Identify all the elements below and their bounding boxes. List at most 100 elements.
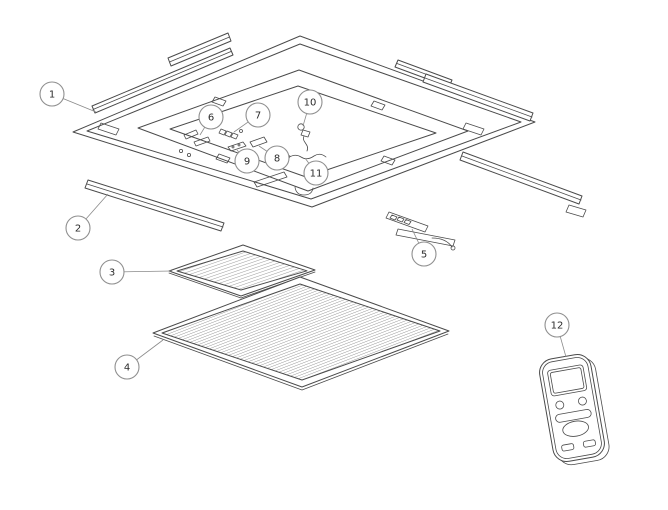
rail-end-bracket [565, 204, 587, 218]
sensor-part-10 [297, 123, 311, 152]
callouts: 1 2 3 4 5 6 7 [39, 81, 570, 380]
clip-tab-bottom-left [215, 153, 231, 164]
remote-button-small [561, 443, 575, 452]
callout-balloon [245, 102, 271, 128]
callout-number: 4 [124, 363, 130, 374]
remote-button-small [582, 439, 596, 448]
remote-button-round [578, 396, 587, 406]
remote-button-bar [555, 409, 592, 423]
bottom-flap [253, 171, 314, 196]
callout-8: 8 [258, 145, 290, 171]
rail-ridge [461, 155, 582, 201]
mounting-strip-assembly [385, 211, 456, 251]
callout-balloon [234, 148, 260, 174]
remote-control [539, 353, 610, 466]
strip-cell [396, 216, 405, 223]
trim-rail-top-left-short [167, 32, 232, 67]
panel-bevel-edge [86, 43, 522, 200]
wire-end [450, 245, 456, 251]
remote-body [539, 353, 605, 463]
grille-louvres [161, 283, 441, 381]
remote-display [547, 364, 588, 397]
sensor-body [300, 129, 311, 138]
callout-number: 12 [551, 321, 564, 332]
callout-number: 2 [75, 224, 81, 235]
callout-12: 12 [544, 312, 570, 358]
screw [186, 152, 191, 157]
callout-number: 3 [109, 268, 115, 279]
callout-number: 1 [49, 90, 55, 101]
grille-louvres [176, 250, 308, 291]
callout-number: 6 [208, 113, 214, 124]
rail-ridge [92, 51, 232, 110]
callout-11: 11 [303, 157, 329, 186]
callout-balloon [411, 241, 437, 267]
rail-ridge [424, 77, 533, 118]
callout-number: 10 [304, 98, 317, 109]
harness-wire [287, 153, 327, 160]
trim-rail-top-right-long [422, 73, 534, 122]
callout-balloon [198, 104, 224, 130]
trim-rail-right [459, 151, 587, 218]
callout-1: 1 [39, 81, 97, 113]
bracket-plate [183, 129, 199, 140]
hole [237, 143, 241, 147]
terminal-cell [218, 128, 227, 136]
callout-balloon [99, 259, 125, 285]
remote-inner-outline [542, 357, 602, 459]
sensor-head [297, 123, 305, 131]
clip-tab-top-right [370, 100, 386, 111]
drain-cup [294, 186, 314, 196]
callout-2: 2 [65, 193, 109, 241]
strip-cell [389, 214, 398, 221]
callout-balloon [303, 160, 329, 186]
callout-5: 5 [411, 228, 437, 267]
callout-number: 9 [244, 157, 250, 168]
rail-ridge [169, 36, 230, 63]
remote-button-round [555, 400, 565, 410]
screw [239, 129, 243, 133]
clip-tab-bottom-right [380, 155, 396, 166]
filter-grille-small [168, 244, 316, 299]
callout-7: 7 [233, 102, 271, 133]
grille-thickness-edge [153, 333, 449, 391]
callout-number: 8 [274, 154, 280, 165]
trim-rail-top-left-long [91, 47, 234, 114]
callout-number: 7 [255, 111, 261, 122]
terminal-cell [230, 132, 239, 140]
callout-balloon [65, 215, 91, 241]
plate-outline [227, 141, 247, 152]
callout-balloon [114, 354, 140, 380]
callout-3: 3 [99, 259, 173, 285]
callout-balloon [544, 312, 570, 338]
bracket-part-6 [178, 129, 211, 157]
callout-9: 9 [234, 148, 260, 174]
plate-outline [249, 136, 268, 148]
callout-balloon [39, 81, 65, 107]
sensor-wire [302, 135, 309, 152]
remote-display-inner [549, 367, 585, 394]
flap-outline [253, 171, 288, 188]
bracket-plate [193, 136, 211, 147]
plate-part-9 [227, 141, 247, 152]
hole [231, 145, 235, 149]
trim-rail-left-bottom [84, 179, 225, 232]
lead-wire [431, 237, 453, 248]
terminal-block-part-7 [218, 128, 243, 140]
clip-tab-top-left [211, 96, 227, 107]
latch-left [97, 122, 120, 136]
screw [178, 148, 183, 153]
intake-grille-large [152, 276, 450, 391]
callout-number: 5 [421, 250, 427, 261]
callout-4: 4 [114, 339, 164, 380]
plate-part-8 [249, 136, 268, 148]
remote-button-oval [562, 420, 589, 437]
callout-10: 10 [297, 89, 323, 127]
strip-cell [403, 219, 412, 225]
terminal-cell [224, 130, 233, 138]
callout-balloon [297, 89, 323, 115]
latch-right [462, 122, 485, 136]
callout-6: 6 [198, 104, 224, 136]
